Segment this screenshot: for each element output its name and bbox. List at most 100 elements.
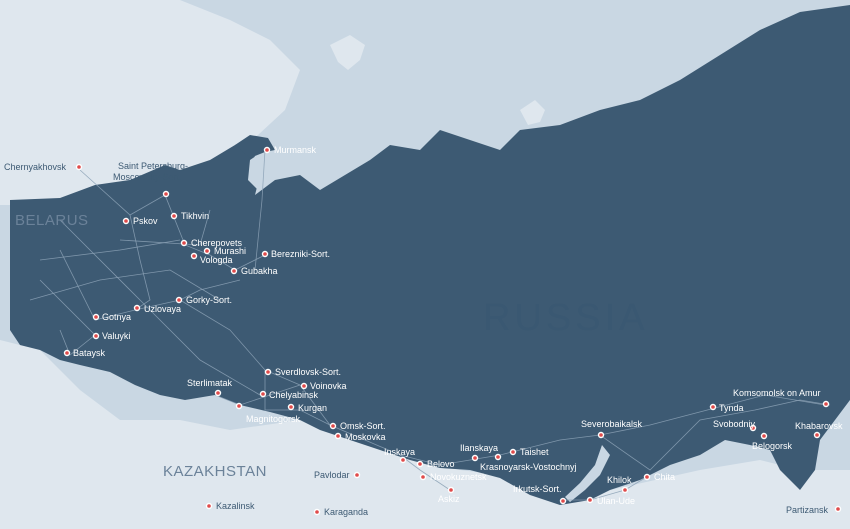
station-label: Chelyabinsk — [269, 390, 319, 400]
station-khilok[interactable]: Khilok — [607, 475, 632, 494]
station-label: Gorky-Sort. — [186, 295, 232, 305]
station-saint-petersburg[interactable]: Saint Petersburg- Moscowsky-Sort. — [113, 161, 188, 198]
station-label: Kurgan — [298, 403, 327, 413]
station-label: Krasnoyarsk-Vostochnyj — [480, 462, 577, 472]
station-gotnya[interactable]: Gotnya — [92, 312, 131, 322]
station-label: Pavlodar — [314, 470, 350, 480]
station-pavlodar[interactable]: Pavlodar — [314, 470, 361, 480]
station-label: Sverdlovsk-Sort. — [275, 367, 341, 377]
station-label: Inskaya — [384, 447, 415, 457]
station-label: Novokuznetsk — [430, 472, 487, 482]
station-novokuznetsk[interactable]: Novokuznetsk — [419, 472, 487, 482]
station-kurgan[interactable]: Kurgan — [287, 403, 327, 413]
station-inskaya[interactable]: Inskaya — [384, 447, 415, 464]
station-label: Partizansk — [786, 505, 829, 515]
country-label-belarus: BELARUS — [15, 212, 89, 229]
station-label: Bataysk — [73, 348, 106, 358]
station-ulan-ude[interactable]: Ulan-Ude — [586, 496, 635, 506]
station-label: Magnitogorsk — [246, 414, 301, 424]
station-moskovka[interactable]: Moskovka — [334, 432, 386, 442]
station-taishet[interactable]: Taishet — [509, 447, 549, 457]
station-label: Murmansk — [274, 145, 317, 155]
station-chernyakhovsk[interactable]: Chernyakhovsk — [4, 162, 83, 172]
lake-baikal — [565, 445, 610, 502]
station-label: Berezniki-Sort. — [271, 249, 330, 259]
station-label: Khabarovsk — [795, 421, 843, 431]
station-label: Taishet — [520, 447, 549, 457]
station-label: Svobodniy — [713, 419, 756, 429]
station-label: Severobaikalsk — [581, 419, 643, 429]
station-label: Komsomolsk on Amur — [733, 388, 821, 398]
station-tynda[interactable]: Tynda — [709, 403, 744, 413]
station-sverdlovsk[interactable]: Sverdlovsk-Sort. — [264, 367, 341, 377]
station-chita[interactable]: Chita — [643, 472, 675, 482]
station-label: Kazalinsk — [216, 501, 255, 511]
novaya-zemlya — [330, 35, 365, 70]
station-label: Irkutsk-Sort. — [513, 484, 562, 494]
station-murmansk[interactable]: Murmansk — [263, 145, 317, 155]
station-murashi[interactable]: Murashi — [203, 246, 246, 256]
station-ilanskaya[interactable]: Ilanskaya — [460, 443, 498, 462]
station-pskov[interactable]: Pskov — [122, 216, 158, 226]
station-krasnoyarsk[interactable]: Krasnoyarsk-Vostochnyj — [480, 453, 577, 472]
station-komsomolsk[interactable]: Komsomolsk on Amur — [733, 388, 830, 408]
station-label: Chernyakhovsk — [4, 162, 67, 172]
station-label: Moskovka — [345, 432, 386, 442]
station-label: Sterlimatak — [187, 378, 233, 388]
station-irkutsk[interactable]: Irkutsk-Sort. — [513, 484, 567, 505]
station-label: Murashi — [214, 246, 246, 256]
station-label: Tynda — [719, 403, 744, 413]
station-vologda[interactable]: Vologda — [190, 252, 233, 265]
kola-peninsula — [235, 135, 275, 158]
station-label: Belovo — [427, 459, 455, 469]
station-voinovka[interactable]: Voinovka — [300, 381, 347, 391]
station-tikhvin[interactable]: Tikhvin — [170, 211, 209, 221]
station-gubakha[interactable]: Gubakha — [230, 266, 278, 276]
station-label: Vologda — [200, 255, 233, 265]
station-uzlovaya[interactable]: Uzlovaya — [133, 304, 181, 314]
station-partizansk[interactable]: Partizansk — [786, 505, 842, 515]
station-askiz[interactable]: Askiz — [438, 486, 460, 504]
station-label: Belogorsk — [752, 441, 793, 451]
white-sea — [248, 150, 275, 190]
station-gorky[interactable]: Gorky-Sort. — [175, 295, 232, 305]
station-label: Cherepovets — [191, 238, 243, 248]
station-label: Chita — [654, 472, 675, 482]
station-label: Ilanskaya — [460, 443, 498, 453]
station-cherepovets[interactable]: Cherepovets — [180, 238, 243, 248]
station-label: Pskov — [133, 216, 158, 226]
station-label: Moscowsky-Sort. — [113, 172, 182, 182]
station-severobaikalsk[interactable]: Severobaikalsk — [581, 419, 643, 439]
station-kazalinsk[interactable]: Kazalinsk — [205, 501, 255, 511]
station-label: Karaganda — [324, 507, 368, 517]
station-belovo[interactable]: Belovo — [416, 459, 455, 469]
country-label-kazakhstan: KAZAKHSTAN — [163, 463, 267, 480]
station-label: Voinovka — [310, 381, 347, 391]
station-label: Askiz — [438, 494, 460, 504]
station-label: Khilok — [607, 475, 632, 485]
station-label: Gubakha — [241, 266, 278, 276]
station-belogorsk[interactable]: Belogorsk — [752, 432, 793, 451]
station-bataysk[interactable]: Bataysk — [63, 348, 106, 358]
station-omsk[interactable]: Omsk-Sort. — [329, 421, 386, 431]
southern-landmass — [0, 340, 850, 529]
station-magnitogorsk[interactable]: Magnitogorsk — [235, 402, 301, 424]
station-label: Tikhvin — [181, 211, 209, 221]
station-label: Saint Petersburg- — [118, 161, 188, 171]
station-label: Uzlovaya — [144, 304, 181, 314]
station-valuyki[interactable]: Valuyki — [92, 331, 131, 341]
station-sterlimatak[interactable]: Sterlimatak — [187, 378, 233, 397]
station-label: Gotnya — [102, 312, 131, 322]
station-chelyabinsk[interactable]: Chelyabinsk — [259, 390, 319, 400]
russia-landmass — [10, 5, 850, 505]
station-karaganda[interactable]: Karaganda — [313, 507, 368, 517]
station-label: Valuyki — [102, 331, 130, 341]
northern-islands — [520, 100, 545, 125]
station-label: Ulan-Ude — [597, 496, 635, 506]
country-label-russia: RUSSIA — [483, 297, 648, 339]
station-khabarovsk[interactable]: Khabarovsk — [795, 421, 843, 439]
station-svobodniy[interactable]: Svobodniy — [713, 419, 757, 432]
station-berezniki[interactable]: Berezniki-Sort. — [261, 249, 330, 259]
station-label: Omsk-Sort. — [340, 421, 386, 431]
